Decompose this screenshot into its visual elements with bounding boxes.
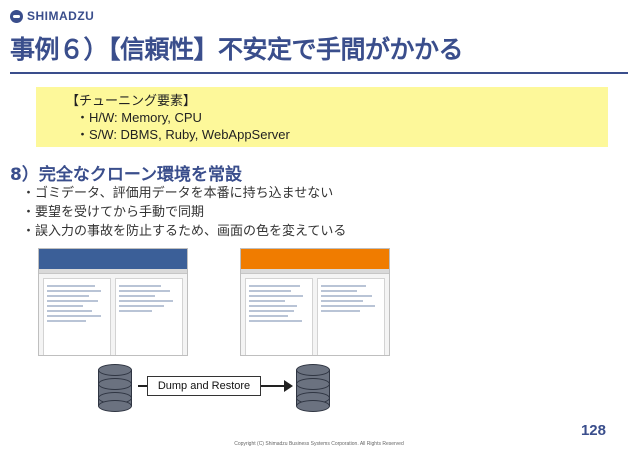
screen-header-bar [241, 249, 389, 269]
dump-restore-label: Dump and Restore [147, 376, 261, 396]
shimadzu-logo-icon [10, 9, 23, 23]
bullet-item: ・誤入力の事故を防止するため、画面の色を変えている [22, 224, 347, 239]
screen-right-panel [317, 278, 385, 355]
shimadzu-logo: SHIMADZU [10, 9, 94, 23]
source-database-icon [98, 364, 132, 412]
bullet-item: ・要望を受けてから手動で同期 [22, 205, 205, 220]
bullet-item: ・ゴミデータ、評価用データを本番に持ち込ませない [22, 186, 334, 201]
screen-body [39, 274, 187, 355]
page-number: 128 [580, 422, 606, 439]
screen-left-panel [245, 278, 313, 355]
production-screen-thumbnail [38, 248, 188, 356]
note-line-hw: ・H/W: Memory, CPU [76, 110, 202, 125]
logo-text: SHIMADZU [27, 9, 95, 23]
copyright-footer: Copyright (C) Shimadzu Business Systems … [234, 441, 404, 447]
screen-body [241, 274, 389, 355]
tuning-note-box: 【チューニング要素】 ・H/W: Memory, CPU ・S/W: DBMS,… [36, 87, 608, 147]
screen-toolbar [241, 269, 389, 274]
screen-toolbar [39, 269, 187, 274]
note-line-sw: ・S/W: DBMS, Ruby, WebAppServer [76, 127, 290, 142]
note-heading: 【チューニング要素】 [66, 93, 197, 108]
target-database-icon [296, 364, 330, 412]
slide-title: 事例６）【信頼性】不安定で手間がかかる [10, 35, 464, 64]
screen-right-panel [115, 278, 183, 355]
screen-left-panel [43, 278, 111, 355]
clone-screen-thumbnail [240, 248, 390, 356]
bullet-list: ・ゴミデータ、評価用データを本番に持ち込ませない ・要望を受けてから手動で同期 … [22, 184, 346, 241]
section-title: 8）完全なクローン環境を常設 [10, 165, 242, 185]
arrow-right-icon [284, 380, 293, 392]
screen-header-bar [39, 249, 187, 269]
title-divider [10, 72, 628, 74]
